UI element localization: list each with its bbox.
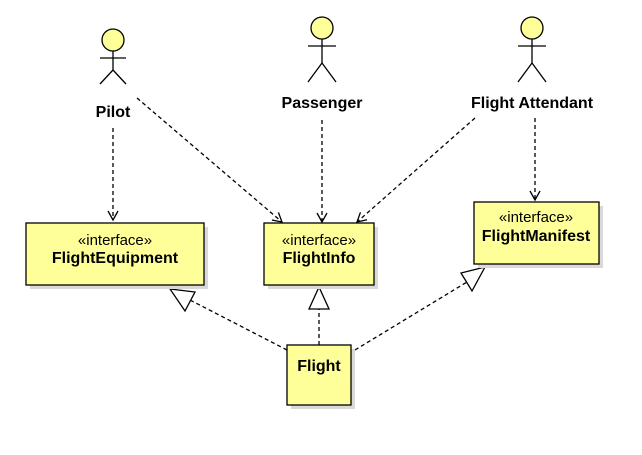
dependency-attendant-info <box>355 117 476 223</box>
dependency-pilot-info <box>136 97 284 223</box>
realization-info <box>307 285 331 345</box>
interface-flight-equipment[interactable]: «interface» FlightEquipment <box>25 222 208 289</box>
stick-figure-icon <box>99 28 127 85</box>
actor-flight-attendant[interactable]: Flight Attendant <box>471 16 594 112</box>
actor-name: Passenger <box>282 95 363 112</box>
realization-manifest <box>354 266 487 351</box>
stereotype-label: «interface» <box>499 209 573 226</box>
interface-flight-manifest[interactable]: «interface» FlightManifest <box>473 201 603 268</box>
actor-name: Pilot <box>96 104 131 121</box>
stick-figure-icon <box>517 16 547 83</box>
interface-name: FlightEquipment <box>52 250 179 267</box>
actor-passenger[interactable]: Passenger <box>282 16 363 112</box>
stereotype-label: «interface» <box>282 232 356 249</box>
realization-equipment <box>168 288 288 351</box>
interface-flight-info[interactable]: «interface» FlightInfo <box>263 222 378 289</box>
actor-pilot[interactable]: Pilot <box>96 28 131 121</box>
interface-name: FlightInfo <box>283 250 356 267</box>
stereotype-label: «interface» <box>78 232 152 249</box>
stick-figure-icon <box>307 16 337 83</box>
class-flight[interactable]: Flight <box>286 344 355 409</box>
class-name: Flight <box>297 358 341 375</box>
actor-name: Flight Attendant <box>471 95 594 112</box>
interface-name: FlightManifest <box>482 228 591 245</box>
